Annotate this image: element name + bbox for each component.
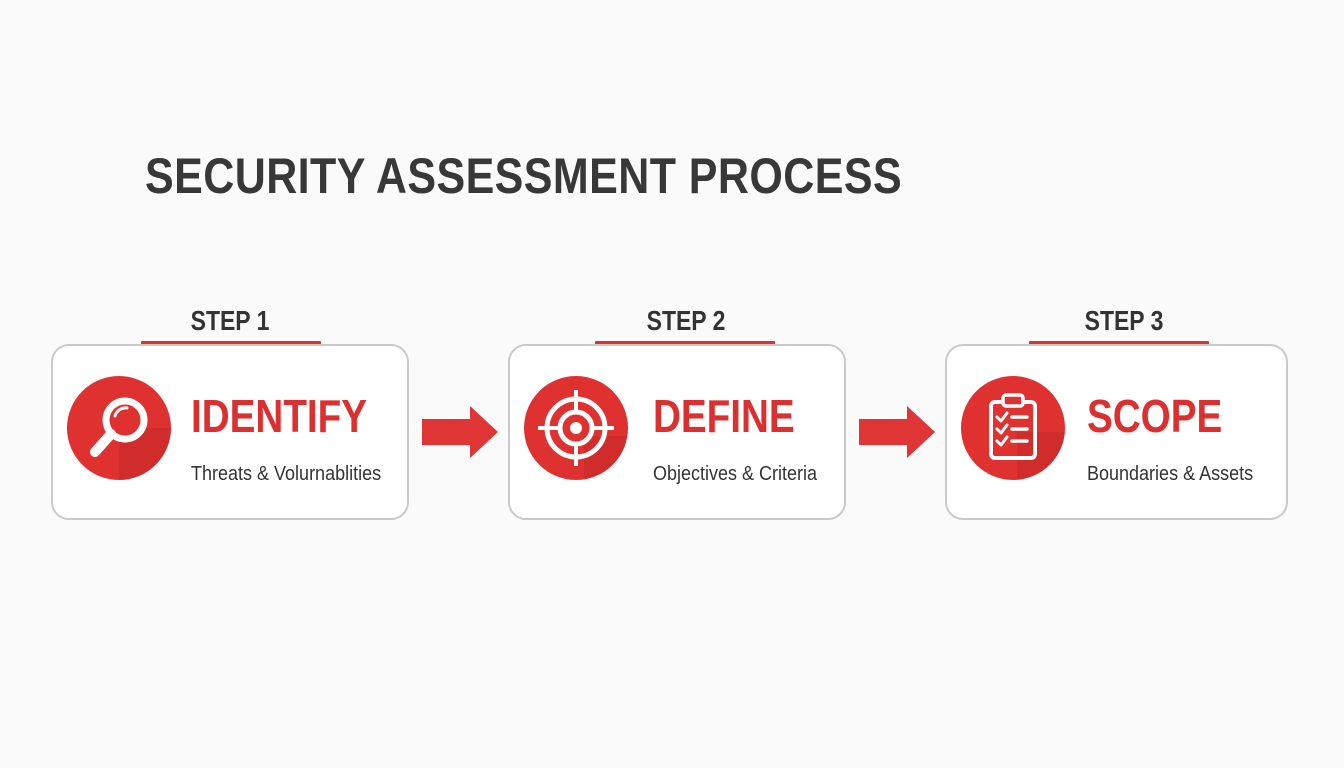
step-3-card: SCOPE Boundaries & Assets [945, 344, 1288, 520]
step-2-card: DEFINE Objectives & Criteria [508, 344, 846, 520]
arrow-right-icon [422, 406, 498, 458]
step-1-title: IDENTIFY [191, 390, 368, 442]
step-2-label: STEP 2 [646, 305, 726, 336]
step-1-card: IDENTIFY Threats & Volurnablities [51, 344, 409, 520]
step-2-subtitle: Objectives & Criteria [653, 463, 818, 485]
step-3-subtitle: Boundaries & Assets [1087, 463, 1254, 485]
target-crosshair-icon [524, 376, 628, 480]
step-2-title: DEFINE [653, 390, 795, 442]
page-title: SECURITY ASSESSMENT PROCESS [145, 148, 903, 204]
step-3-title: SCOPE [1087, 390, 1223, 442]
magnifying-glass-icon [67, 376, 171, 480]
step-3-label: STEP 3 [1084, 305, 1164, 336]
clipboard-checklist-icon [961, 376, 1065, 480]
step-1-label: STEP 1 [190, 305, 270, 336]
arrow-right-icon [859, 406, 935, 458]
step-1-subtitle: Threats & Volurnablities [191, 463, 382, 485]
